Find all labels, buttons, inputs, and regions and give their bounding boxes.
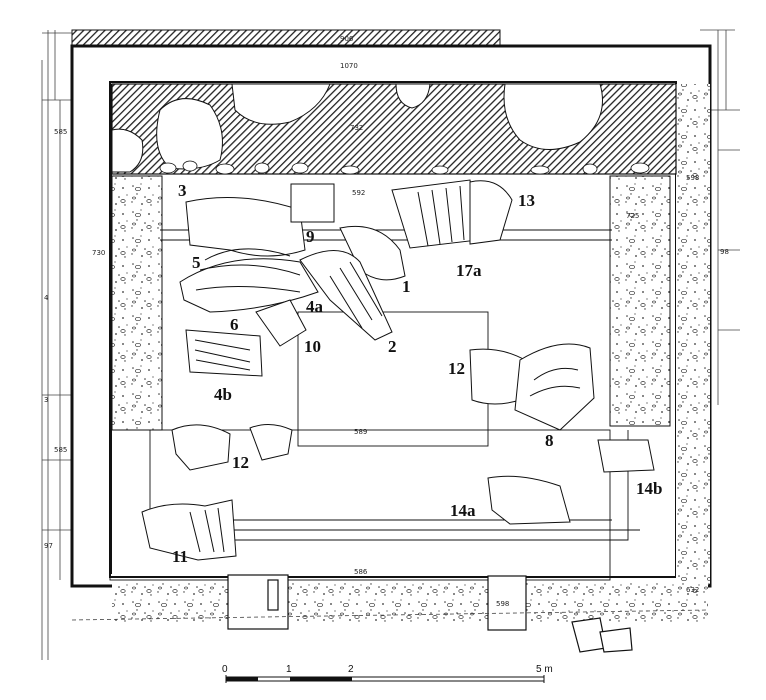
find-label-9: 9 xyxy=(306,227,315,246)
elev-pit: 598 xyxy=(496,600,509,608)
find-label-5: 5 xyxy=(192,253,201,272)
elev-left-bottom: 97 xyxy=(44,542,53,550)
elev-center: 589 xyxy=(354,428,367,436)
find-label-12: 12 xyxy=(232,453,249,472)
left-grid-lines xyxy=(41,30,72,660)
bottom-pits xyxy=(227,574,633,653)
find-label-4a: 4a xyxy=(306,297,324,316)
elevation-labels: 906 1070 732 592 585 730 4 3 585 97 598 … xyxy=(44,35,729,608)
find-label-8: 8 xyxy=(545,431,554,450)
elev-outer-top: 1070 xyxy=(340,62,358,70)
elev-left-mid: 3 xyxy=(44,396,48,404)
elev-left-bench: 730 xyxy=(92,249,105,257)
elev-bottom-right: 632 xyxy=(686,586,699,594)
find-label-4b: 4b xyxy=(214,385,232,404)
find-label-14b: 14b xyxy=(636,479,662,498)
elev-floor-back: 592 xyxy=(352,189,365,197)
left-rubble xyxy=(110,84,163,574)
find-label-10: 10 xyxy=(304,337,321,356)
right-rubble xyxy=(609,84,710,584)
elev-back-slab: 732 xyxy=(350,124,363,132)
top-wall-strip xyxy=(71,29,700,47)
find-fragments xyxy=(141,179,655,561)
scale-tick-5m: 5 m xyxy=(536,664,553,675)
find-label-17a: 17a xyxy=(456,261,482,280)
find-label-2: 2 xyxy=(388,337,397,356)
find-label-14a: 14a xyxy=(450,501,476,520)
elev-right-bench: 725 xyxy=(626,212,639,220)
elev-left-outer: 585 xyxy=(54,128,67,136)
elev-front: 586 xyxy=(354,568,368,576)
elev-top-wall: 906 xyxy=(340,35,354,43)
scale-tick-1: 1 xyxy=(286,664,292,675)
scale-tick-0: 0 xyxy=(222,664,228,675)
elev-left-low: 585 xyxy=(54,446,67,454)
back-slab xyxy=(111,83,677,175)
find-label-1: 1 xyxy=(402,277,411,296)
find-labels: 3 5 9 1 4a 6 10 2 4b 13 17a 12 8 12 14b … xyxy=(172,181,662,566)
elev-right-outer: 98 xyxy=(720,248,729,256)
find-label-11: 11 xyxy=(172,547,188,566)
find-label-6: 6 xyxy=(230,315,239,334)
scale-tick-2: 2 xyxy=(348,664,354,675)
lower-dashed-line xyxy=(71,609,709,621)
bottom-rubble xyxy=(112,582,708,622)
scale-bar: 0 1 2 5 m xyxy=(222,664,553,683)
find-label-13: 13 xyxy=(518,191,535,210)
elev-right-top: 598 xyxy=(686,174,699,182)
elev-left-lower: 4 xyxy=(44,294,49,302)
find-label-3: 3 xyxy=(178,181,187,200)
find-label-15: 12 xyxy=(448,359,465,378)
